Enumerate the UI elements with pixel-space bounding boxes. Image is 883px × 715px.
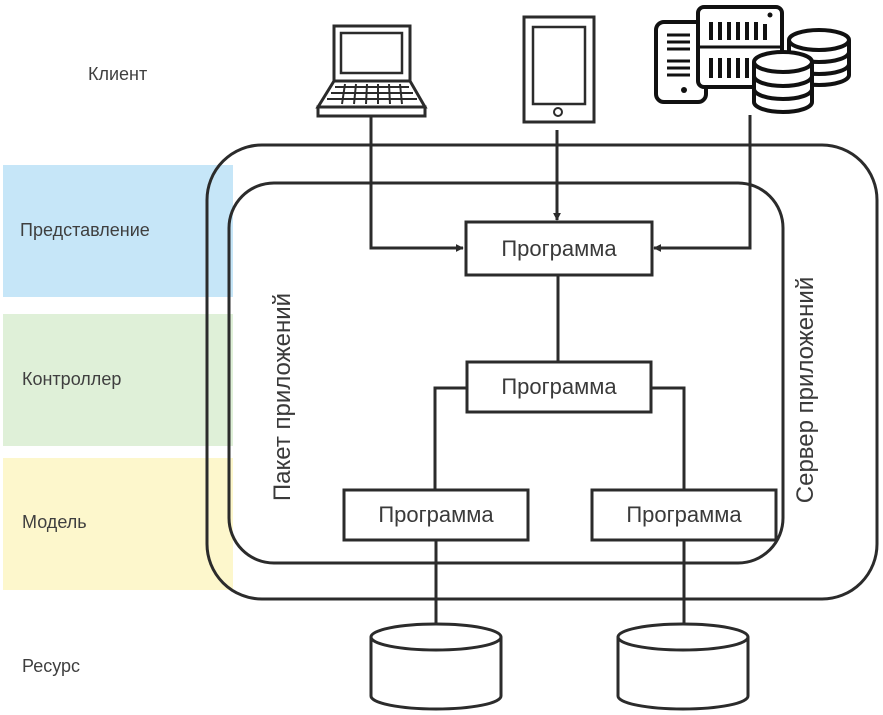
layer-band-model xyxy=(3,458,233,590)
layer-label-presentation: Представление xyxy=(20,220,150,240)
connector-laptop xyxy=(369,117,464,252)
laptop-icon[interactable] xyxy=(315,24,428,118)
layer-label-client: Клиент xyxy=(88,64,148,84)
program-box-model-left[interactable]: Программа xyxy=(342,488,530,542)
layer-label-model: Модель xyxy=(22,512,87,532)
program-label: Программа xyxy=(501,236,617,261)
tablet-icon[interactable] xyxy=(522,15,596,124)
connector-controller-model-right xyxy=(651,386,686,490)
server-database-icon[interactable] xyxy=(654,5,851,114)
connector-controller-model-left xyxy=(433,386,467,490)
program-label: Программа xyxy=(501,374,617,399)
app-package-label: Пакет приложений xyxy=(269,293,296,501)
layer-band-presentation xyxy=(3,165,233,297)
app-server-container xyxy=(205,143,879,601)
connector-server xyxy=(653,115,752,252)
app-package-container xyxy=(227,181,785,565)
database-icon[interactable] xyxy=(369,622,503,711)
layer-label-controller: Контроллер xyxy=(22,369,122,389)
program-label: Программа xyxy=(378,502,494,527)
program-box-presentation[interactable]: Программа xyxy=(464,220,654,277)
program-box-controller[interactable]: Программа xyxy=(465,360,653,414)
program-box-model-right[interactable]: Программа xyxy=(590,488,778,542)
app-server-label: Сервер приложений xyxy=(792,277,819,503)
database-icon[interactable] xyxy=(616,622,750,711)
layer-band-controller xyxy=(3,314,233,446)
program-label: Программа xyxy=(626,502,742,527)
layer-label-resource: Ресурс xyxy=(22,656,81,676)
